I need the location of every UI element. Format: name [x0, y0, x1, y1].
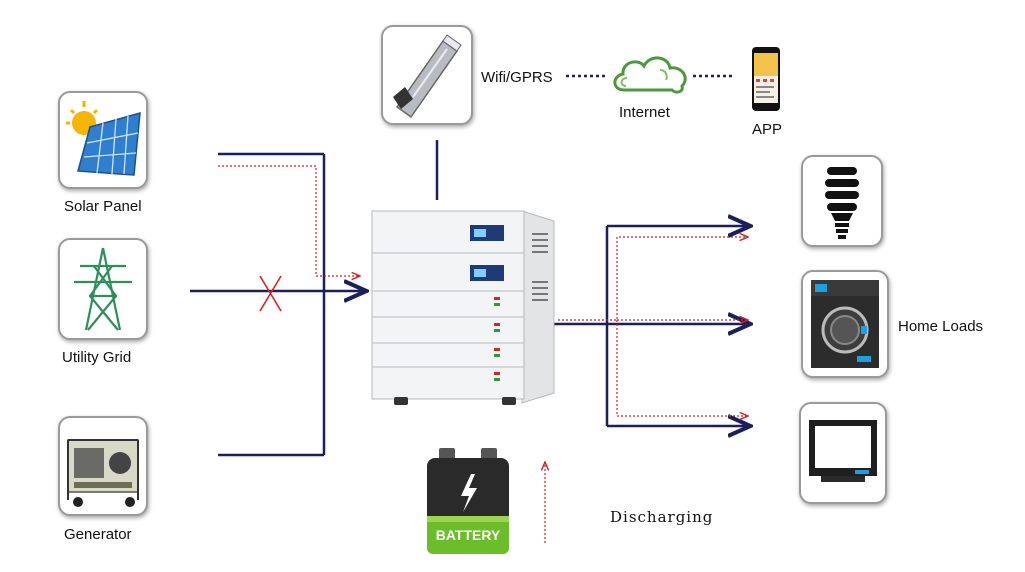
output-flow	[558, 237, 748, 416]
input-bus	[190, 152, 364, 457]
battery-icon: BATTERY	[427, 448, 509, 554]
utility-grid-card	[58, 238, 148, 340]
utility-grid-label: Utility Grid	[62, 349, 132, 366]
bulb-load-card	[801, 155, 883, 247]
cloud-icon	[613, 56, 687, 94]
light-bulb-icon	[825, 167, 859, 239]
app-label: APP	[752, 121, 783, 138]
wifi-module-card	[381, 25, 473, 125]
generator-card	[58, 416, 148, 516]
tv-load-card	[799, 402, 887, 504]
wifi-dongle-icon	[393, 34, 462, 119]
home-loads-label: Home Loads	[898, 318, 984, 335]
wifi-module-label: Wifi/GPRS	[481, 69, 553, 86]
solar-flow	[218, 165, 360, 276]
grid-disconnected-cross	[259, 275, 282, 312]
washing-machine-icon	[811, 280, 879, 368]
transmission-tower-icon	[74, 247, 132, 331]
solar-panel-icon	[66, 101, 141, 176]
solar-panel-label: Solar Panel	[64, 198, 142, 215]
output-bus	[554, 226, 748, 426]
generator-label: Generator	[64, 526, 132, 543]
television-icon	[809, 420, 877, 482]
battery-label: BATTERY	[436, 527, 501, 543]
solar-panel-card	[58, 91, 148, 189]
smartphone-icon	[752, 47, 780, 111]
washer-load-card	[801, 270, 889, 378]
generator-icon	[67, 439, 139, 507]
discharging-status: Discharging	[610, 508, 714, 526]
inverter-battery-stack	[371, 210, 555, 405]
internet-label: Internet	[619, 104, 670, 121]
